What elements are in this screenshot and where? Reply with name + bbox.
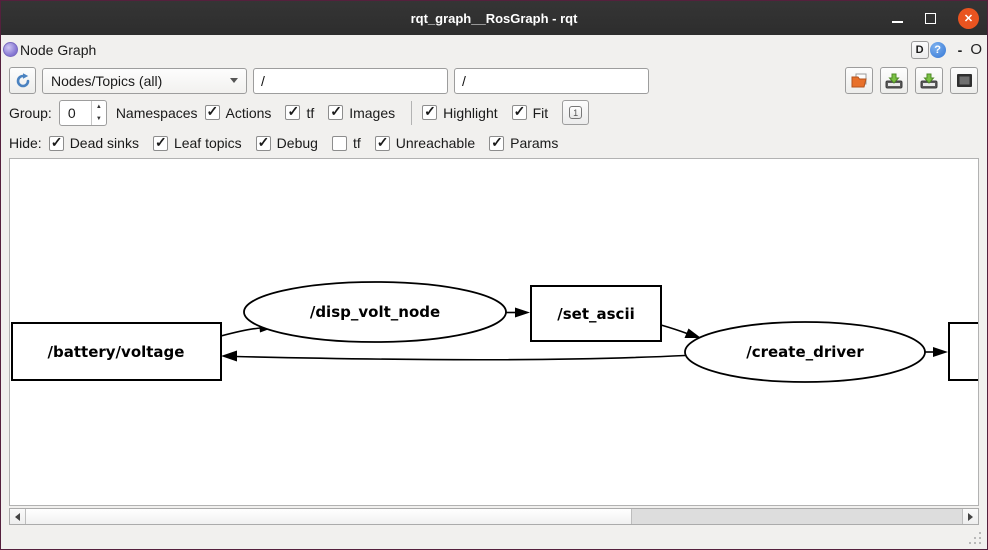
ros-node-graph: /battery/voltage /disp_volt_node /set_as… bbox=[11, 281, 978, 383]
checkbox-debug[interactable]: ✓ Debug bbox=[255, 133, 318, 151]
namespaces-label: Namespaces bbox=[115, 104, 198, 121]
arrow-left-icon bbox=[15, 512, 20, 521]
titlebar: rqt_graph__RosGraph - rqt ✕ bbox=[1, 1, 987, 35]
checkbox-box[interactable]: ✓ bbox=[285, 103, 301, 120]
spin-up-icon[interactable]: ▲ bbox=[95, 103, 102, 110]
horizontal-scrollbar[interactable] bbox=[9, 508, 979, 525]
folder-open-icon bbox=[851, 73, 867, 88]
group-spin-value: 0 bbox=[67, 104, 76, 121]
checkbox-box[interactable]: ✓ bbox=[328, 103, 344, 120]
checkbox-box[interactable]: ✓ bbox=[331, 135, 347, 151]
node-filter-input[interactable] bbox=[253, 67, 448, 94]
edge-createdriver-to-battery bbox=[235, 354, 686, 361]
checkbox-actions[interactable]: ✓ Actions bbox=[204, 103, 272, 121]
toolbar-right-buttons bbox=[845, 67, 978, 94]
chevron-down-icon bbox=[230, 78, 238, 83]
dock-float-button[interactable]: - bbox=[957, 41, 963, 58]
save-image-button[interactable] bbox=[950, 67, 978, 94]
group-options-row: Group: 0 ▲▼ Namespaces ✓ Actions ✓ tf ✓ … bbox=[1, 97, 987, 128]
spin-arrows[interactable]: ▲▼ bbox=[90, 100, 106, 125]
node-create-driver-label: /create_driver bbox=[746, 343, 864, 361]
arrowhead bbox=[933, 347, 948, 357]
save-dot-button[interactable] bbox=[880, 67, 908, 94]
dock-close-button[interactable]: O bbox=[970, 41, 982, 58]
image-icon bbox=[956, 74, 972, 87]
checkbox-box[interactable]: ✓ bbox=[152, 133, 168, 151]
plugin-title: Node Graph bbox=[20, 41, 97, 58]
checkbox-fit[interactable]: ✓ Fit bbox=[511, 103, 549, 121]
checkbox-leaf-topics[interactable]: ✓ Leaf topics bbox=[152, 133, 242, 151]
edge-setascii-to-createdriver bbox=[660, 324, 688, 335]
checkbox-box[interactable]: ✓ bbox=[511, 103, 527, 120]
toolbar: Nodes/Topics (all) bbox=[1, 64, 987, 97]
help-icon[interactable]: ? bbox=[929, 41, 946, 58]
checkbox-params[interactable]: ✓ Params bbox=[489, 133, 559, 151]
dock-d-button[interactable]: D bbox=[910, 40, 929, 59]
checkbox-images[interactable]: ✓ Images bbox=[328, 103, 396, 121]
topic-set-ascii[interactable]: /set_ascii bbox=[530, 285, 662, 342]
hide-options-row: Hide: ✓ Dead sinks ✓ Leaf topics ✓ Debug… bbox=[1, 128, 987, 158]
save-svg-icon bbox=[920, 73, 938, 88]
graph-edges bbox=[220, 311, 933, 361]
open-dot-button[interactable] bbox=[845, 67, 873, 94]
checkbox-box[interactable]: ✓ bbox=[489, 133, 505, 151]
graph-nodes: /battery/voltage /disp_volt_node /set_as… bbox=[11, 281, 978, 383]
checkbox-hide-tf[interactable]: ✓ tf bbox=[331, 135, 361, 151]
group-spinbox[interactable]: 0 ▲▼ bbox=[58, 99, 107, 126]
topic-battery-voltage-label: /battery/voltage bbox=[48, 343, 185, 361]
arrowhead bbox=[515, 307, 530, 318]
maximize-icon[interactable] bbox=[925, 12, 936, 24]
scrollbar-thumb[interactable] bbox=[26, 509, 632, 524]
node-graph-icon bbox=[3, 42, 18, 57]
resize-grip-icon[interactable] bbox=[969, 532, 981, 544]
spin-down-icon[interactable]: ▼ bbox=[95, 115, 102, 122]
topic-battery-voltage[interactable]: /battery/voltage bbox=[11, 322, 222, 381]
topic-set-ascii-label: /set_ascii bbox=[557, 305, 634, 323]
node-disp-volt-node[interactable]: /disp_volt_node bbox=[243, 281, 507, 343]
group-label: Group: bbox=[9, 104, 52, 121]
close-icon[interactable]: ✕ bbox=[958, 7, 979, 29]
fit-in-view-button[interactable]: 1 bbox=[562, 100, 590, 125]
node-create-driver[interactable]: /create_driver bbox=[684, 321, 926, 383]
minimize-icon[interactable] bbox=[892, 20, 903, 23]
edge-battery-to-dispvolt bbox=[220, 327, 261, 337]
separator bbox=[411, 100, 413, 125]
topic-filter-input[interactable] bbox=[454, 67, 649, 94]
checkbox-box[interactable]: ✓ bbox=[422, 103, 438, 120]
hide-label: Hide: bbox=[9, 135, 42, 151]
checkbox-box[interactable]: ✓ bbox=[48, 133, 64, 151]
scroll-left-button[interactable] bbox=[10, 509, 26, 524]
scroll-right-button[interactable] bbox=[962, 509, 978, 524]
checkbox-group-tf[interactable]: ✓ tf bbox=[285, 103, 315, 121]
graph-type-select[interactable]: Nodes/Topics (all) bbox=[42, 67, 247, 94]
graph-type-value: Nodes/Topics (all) bbox=[51, 72, 163, 89]
node-disp-volt-node-label: /disp_volt_node bbox=[310, 303, 440, 321]
checkbox-unreachable[interactable]: ✓ Unreachable bbox=[374, 133, 476, 151]
arrow-right-icon bbox=[968, 512, 973, 521]
checkbox-box[interactable]: ✓ bbox=[255, 133, 271, 151]
arrowhead bbox=[684, 328, 701, 338]
fit-in-view-icon: 1 bbox=[569, 106, 583, 119]
checkbox-highlight[interactable]: ✓ Highlight bbox=[422, 103, 498, 121]
topic-clipped[interactable] bbox=[948, 322, 978, 381]
graph-canvas[interactable]: /battery/voltage /disp_volt_node /set_as… bbox=[9, 158, 979, 506]
arrowhead bbox=[221, 350, 237, 362]
save-dot-icon bbox=[885, 73, 903, 88]
save-svg-button[interactable] bbox=[915, 67, 943, 94]
checkbox-box[interactable]: ✓ bbox=[204, 103, 220, 120]
refresh-button[interactable] bbox=[9, 67, 36, 94]
scrollbar-track[interactable] bbox=[632, 509, 962, 524]
window-controls: ✕ bbox=[892, 1, 979, 35]
refresh-icon bbox=[16, 72, 29, 87]
checkbox-box[interactable]: ✓ bbox=[374, 133, 390, 151]
plugin-header: Node Graph D ? - O bbox=[1, 35, 987, 64]
window-title: rqt_graph__RosGraph - rqt bbox=[410, 10, 578, 26]
checkbox-dead-sinks[interactable]: ✓ Dead sinks bbox=[48, 133, 139, 151]
